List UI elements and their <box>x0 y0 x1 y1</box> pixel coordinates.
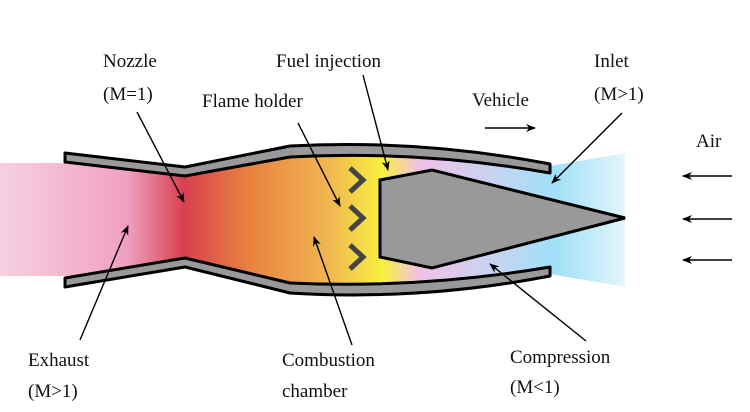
inlet-arrow <box>551 112 623 184</box>
compression-mach-label: (M<1) <box>510 377 560 398</box>
exhaust-mach-label: (M>1) <box>28 381 78 402</box>
fuel-injection-label: Fuel injection <box>276 51 382 72</box>
flame-holders <box>348 166 367 271</box>
exhaust-arrow <box>79 225 129 341</box>
compression-label: Compression <box>510 347 611 368</box>
exhaust-label: Exhaust <box>28 350 90 371</box>
lower-wall <box>63 256 552 297</box>
combustion-label: Combustion <box>282 350 375 371</box>
flame-holder-chevron <box>348 166 367 194</box>
flame-holder-arrow <box>297 122 341 207</box>
combustion-chamber-label: chamber <box>282 381 348 402</box>
flame-holder-chevron <box>348 243 367 271</box>
nozzle-label: Nozzle <box>103 51 157 72</box>
air-label: Air <box>696 131 722 152</box>
vehicle-label: Vehicle <box>472 90 529 111</box>
combustion-arrow <box>313 236 353 346</box>
upper-wall <box>63 142 552 178</box>
nozzle-arrow <box>136 111 185 203</box>
compression-arrow <box>489 263 587 342</box>
nozzle-mach-label: (M=1) <box>103 84 153 105</box>
fuel-injection-arrow <box>362 74 390 171</box>
center-cone <box>378 168 626 270</box>
flame-holder-label: Flame holder <box>202 91 303 112</box>
flame-holder-chevron <box>348 204 367 232</box>
inlet-label: Inlet <box>594 51 630 72</box>
inlet-mach-label: (M>1) <box>594 84 644 105</box>
